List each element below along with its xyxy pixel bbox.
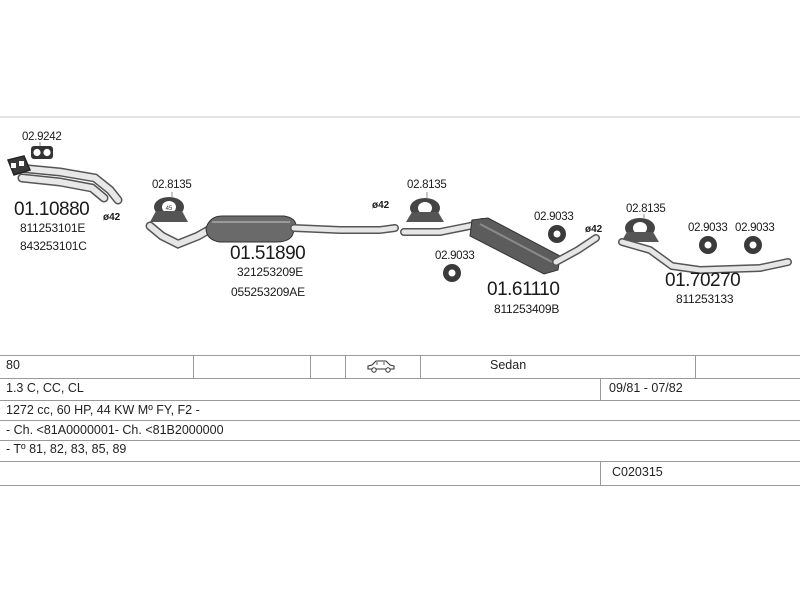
ring-part-number: 02.9033 [435,250,475,262]
front-pipe-oem-1: 811253101E [20,221,86,235]
middle-silencer-oem-1: 321253209E [237,265,304,279]
flange-clamp-icon[interactable] [31,146,53,159]
pipe-diameter-label: ø42 [585,224,603,235]
front-pipe-number: 01.10880 [14,199,90,220]
ring-part-number: 02.9033 [735,222,775,234]
body-type-cell: Sedan [490,358,527,372]
variants-cell: 1.3 C, CC, CL [6,381,84,395]
rubber-hanger-icon[interactable] [621,218,659,242]
rubber-ring-icon[interactable] [548,225,566,243]
rubber-ring-icon[interactable] [443,264,461,282]
rubber-ring-icon[interactable] [699,236,717,254]
pipe-diameter-label: ø42 [103,212,121,223]
hanger-part-number: 02.8135 [152,179,192,191]
sedan-car-icon [366,359,396,376]
middle-silencer-oem-2: 055253209AE [231,285,305,299]
model-cell: 80 [6,358,20,372]
hanger-part-number: 02.8135 [407,179,447,191]
tail-pipe-oem: 811253133 [676,292,734,306]
svg-text:45: 45 [166,206,173,212]
rear-silencer-oem: 811253409B [494,302,560,316]
front-pipe-part[interactable] [6,155,123,205]
rear-silencer-part[interactable] [400,217,600,275]
kit-code-cell: C020315 [612,465,663,479]
pipe-diameter-label: ø42 [372,200,390,211]
engine-cell: 1272 cc, 60 HP, 44 KW Mº FY, F2 - [6,403,200,417]
connecting-pipe [145,221,217,249]
ring-part-number: 02.9033 [688,222,728,234]
middle-silencer-part[interactable] [205,215,399,243]
tail-pipe-number: 01.70270 [665,270,741,291]
front-pipe-oem-2: 843253101C [20,239,87,253]
rubber-hanger-icon[interactable] [406,198,444,222]
clamp-part-number: 02.9242 [22,131,62,143]
ring-part-number: 02.9033 [534,211,574,223]
leader-lines [39,142,645,218]
tuv-cell: - Tº 81, 82, 83, 85, 89 [6,442,127,456]
tail-pipe-part[interactable] [618,238,792,275]
middle-silencer-number: 01.51890 [230,243,306,264]
rear-silencer-number: 01.61110 [487,279,560,300]
hanger-part-number: 02.8135 [626,203,666,215]
rubber-ring-icon[interactable] [744,236,762,254]
chassis-cell: - Ch. <81A0000001- Ch. <81B2000000 [6,423,224,437]
rubber-hanger-icon[interactable]: 45 [150,197,188,222]
years-cell: 09/81 - 07/82 [609,381,683,395]
